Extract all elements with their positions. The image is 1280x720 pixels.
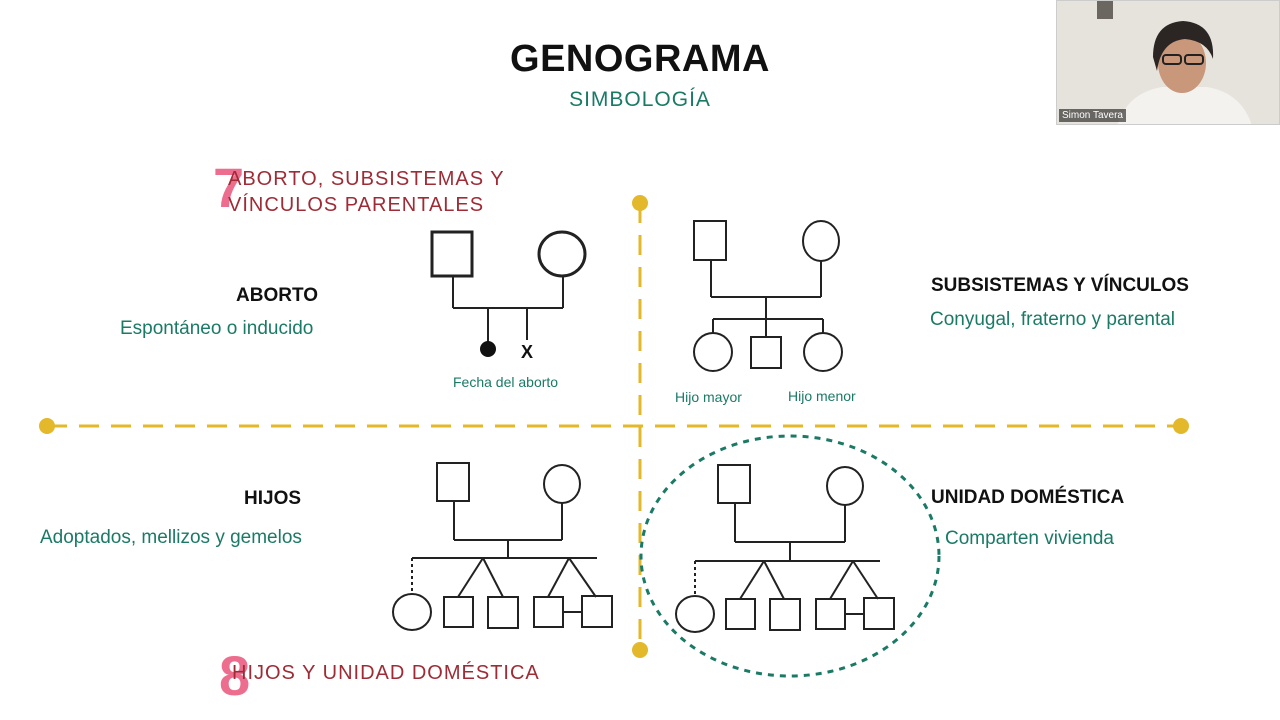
- identical-twin-square-1: [533, 596, 564, 628]
- page-subtitle: SIMBOLOGÍA: [569, 88, 711, 111]
- webcam-thumbnail[interactable]: Simon Tavera: [1056, 0, 1280, 125]
- aborto-label: ABORTO: [236, 285, 318, 306]
- older-child-circle: [693, 332, 733, 372]
- twin-square-2: [487, 596, 519, 629]
- hijos-desc: Adoptados, mellizos y gemelos: [40, 527, 302, 548]
- vertical-divider: [632, 195, 648, 658]
- father-square: [430, 230, 474, 278]
- mother-circle: [802, 220, 840, 262]
- subsistemas-label: SUBSISTEMAS Y VÍNCULOS: [931, 275, 1189, 296]
- father-square: [693, 220, 727, 261]
- section-8-heading: HIJOS Y UNIDAD DOMÉSTICA: [232, 662, 540, 684]
- section-7-line-2: VÍNCULOS PARENTALES: [228, 194, 485, 216]
- unidad-label: UNIDAD DOMÉSTICA: [931, 487, 1125, 508]
- hijos-genogram: [392, 462, 613, 631]
- hijo-menor-caption: Hijo menor: [788, 388, 856, 404]
- section-8-number: 8: [219, 644, 251, 707]
- section-7-number: 7: [213, 156, 245, 219]
- participant-video: [1057, 1, 1279, 124]
- unidad-desc: Comparten vivienda: [945, 528, 1114, 549]
- younger-child-circle: [803, 332, 843, 372]
- page-title: GENOGRAMA: [510, 38, 770, 80]
- participant-name: Simon Tavera: [1059, 109, 1126, 122]
- adopted-child-circle: [675, 595, 715, 633]
- subsistemas-genogram: [693, 220, 843, 372]
- father-square: [436, 462, 470, 502]
- spontaneous-abortion-dot: [480, 341, 496, 357]
- unidad-genogram: [675, 464, 895, 633]
- mother-circle: [543, 464, 581, 504]
- adopted-child-circle: [392, 593, 432, 631]
- induced-abortion-x: X: [521, 342, 533, 362]
- section-7-heading: ABORTO, SUBSISTEMAS Y VÍNCULOS PARENTALE…: [228, 166, 505, 218]
- hijos-label: HIJOS: [244, 488, 302, 509]
- aborto-genogram: [430, 230, 587, 357]
- twin-square-2: [769, 598, 801, 631]
- aborto-desc: Espontáneo o inducido: [120, 318, 314, 339]
- horizontal-divider: [39, 418, 1189, 434]
- identical-twin-square-2: [581, 595, 613, 628]
- identical-twin-square-2: [863, 597, 895, 630]
- middle-child-square: [750, 336, 782, 369]
- mother-circle: [826, 466, 864, 506]
- subsistemas-desc: Conyugal, fraterno y parental: [930, 309, 1176, 330]
- father-square: [717, 464, 751, 504]
- hijo-mayor-caption: Hijo mayor: [675, 389, 742, 405]
- twin-square-1: [443, 596, 474, 628]
- household-boundary: [639, 434, 941, 678]
- twin-square-1: [725, 598, 756, 630]
- aborto-caption: Fecha del aborto: [453, 374, 559, 390]
- section-7-line-1: ABORTO, SUBSISTEMAS Y: [228, 168, 505, 190]
- mother-circle: [537, 230, 587, 278]
- identical-twin-square-1: [815, 598, 846, 630]
